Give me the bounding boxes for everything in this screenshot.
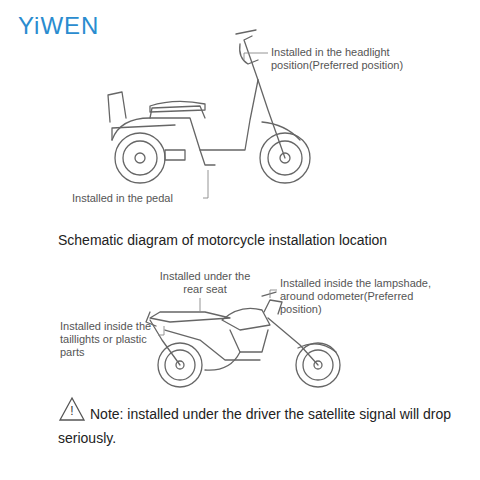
note-text: Note: installed under the driver the sat… bbox=[58, 402, 458, 450]
warning-triangle bbox=[60, 398, 84, 420]
warning-mark: ! bbox=[66, 404, 78, 418]
location-callout: Installed in the headlight position(Pref… bbox=[271, 46, 451, 72]
location-callout: Installed in the pedal bbox=[72, 192, 202, 205]
location-callout: Installed under the rear seat bbox=[155, 270, 255, 296]
location-callout: Installed inside the taillights or plast… bbox=[60, 320, 156, 359]
location-callout: Installed inside the lampshade, around o… bbox=[280, 277, 445, 316]
brand-logo: YiWEN bbox=[18, 12, 138, 40]
section-heading: Schematic diagram of motorcycle installa… bbox=[58, 232, 458, 249]
